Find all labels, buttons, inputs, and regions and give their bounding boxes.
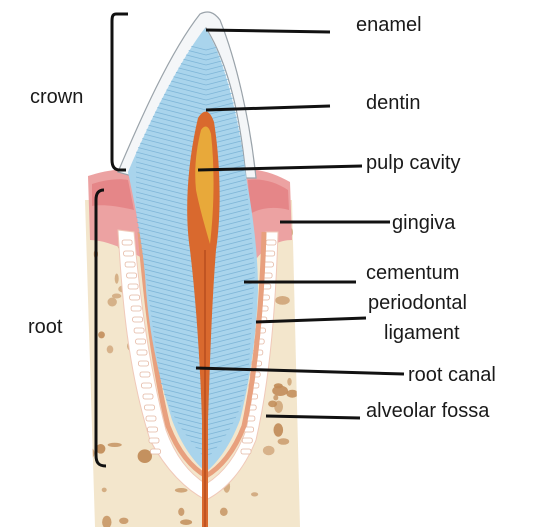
root-label: root	[28, 316, 62, 338]
crown-label: crown	[30, 86, 83, 108]
root-canal-label: root canal	[408, 364, 496, 386]
leader-enamel	[206, 30, 330, 32]
enamel-label: enamel	[356, 14, 422, 36]
cementum-label: cementum	[366, 262, 459, 284]
pulp-cavity-label: pulp cavity	[366, 152, 461, 174]
periodontal-label: periodontal	[368, 292, 467, 314]
gingiva-label: gingiva	[392, 212, 455, 234]
dentin-label: dentin	[366, 92, 421, 114]
alveolar-fossa-label: alveolar fossa	[366, 400, 489, 422]
crown-bracket	[112, 14, 128, 170]
ligament-label: ligament	[384, 322, 460, 344]
leader-alveolar-fossa	[266, 416, 360, 418]
